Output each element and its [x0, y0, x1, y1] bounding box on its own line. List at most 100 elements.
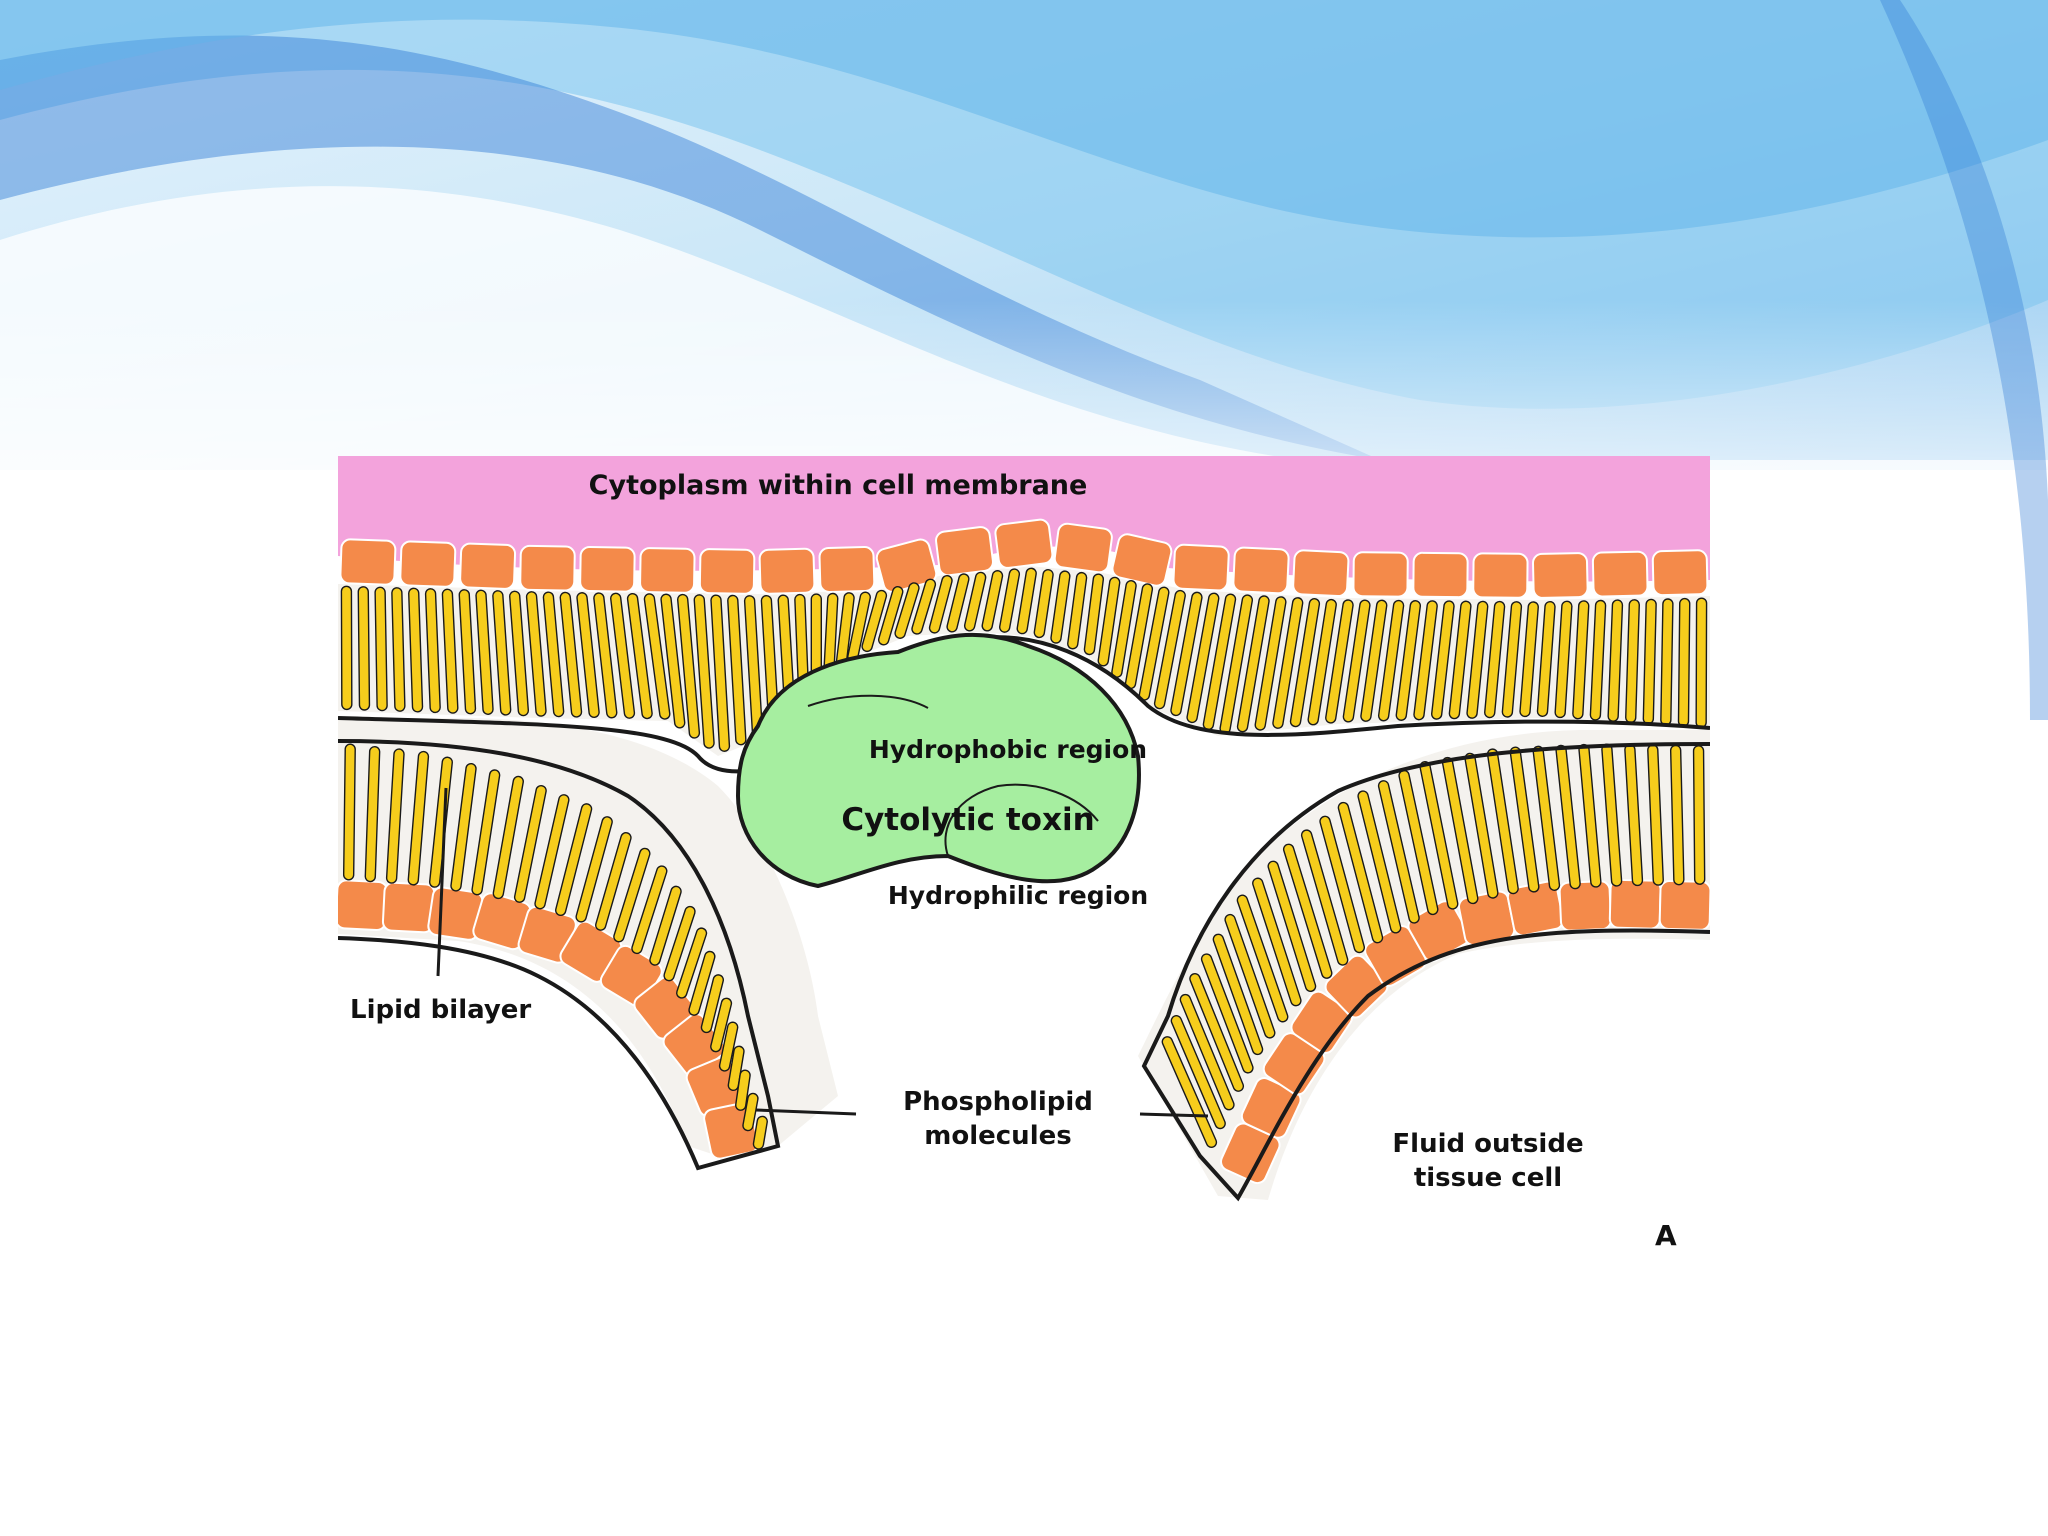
right-tail: [1236, 894, 1289, 1023]
upper-tail: [1431, 600, 1455, 720]
right-tail: [1282, 843, 1333, 979]
upper-tail: [1050, 570, 1071, 644]
upper-tail: [981, 570, 1004, 632]
upper-tail: [1289, 598, 1321, 728]
upper-tail: [458, 589, 477, 715]
upper-head: [1532, 552, 1589, 599]
upper-tail: [1272, 597, 1304, 729]
left-tail: [513, 784, 547, 903]
upper-head: [639, 547, 696, 594]
upper-tail: [475, 589, 494, 715]
right-tail: [1486, 748, 1519, 895]
left-tail: [710, 997, 733, 1053]
upper-head: [1591, 550, 1649, 598]
upper-tail: [576, 592, 600, 719]
upper-tail: [693, 594, 715, 749]
left-tail: [735, 1069, 751, 1111]
hydrophilic-label: Hydrophilic region: [887, 881, 1149, 910]
upper-tail: [1695, 597, 1708, 729]
right-tail: [1200, 953, 1254, 1074]
upper-tail: [727, 594, 747, 746]
right-tail: [1692, 745, 1706, 885]
right-tail: [1300, 829, 1349, 966]
upper-tail: [424, 588, 441, 714]
phospholipid-heads: [334, 518, 1712, 1185]
left-tail: [631, 865, 668, 955]
upper-head: [698, 548, 756, 595]
upper-tail: [1325, 599, 1354, 724]
upper-tail: [911, 578, 937, 635]
right-tail: [1357, 790, 1402, 934]
upper-tail: [710, 594, 731, 752]
right-tail: [1179, 993, 1235, 1111]
left-tail: [613, 847, 651, 943]
upper-tail: [1448, 600, 1472, 720]
upper-tail: [357, 586, 371, 711]
upper-head: [399, 540, 457, 588]
phospholipid-tails: [340, 567, 1708, 1150]
left-tail: [727, 1045, 745, 1092]
left-tail: [752, 1115, 768, 1150]
upper-head: [758, 547, 816, 595]
right-tail: [1509, 746, 1540, 893]
left-tail: [555, 803, 593, 917]
upper-tail: [610, 592, 636, 719]
toxin-inner-line: [944, 783, 1099, 857]
upper-tail: [861, 589, 888, 653]
upper-tail: [1236, 595, 1270, 733]
right-tail: [1170, 1015, 1226, 1130]
upper-tail: [1501, 601, 1523, 718]
upper-tail: [1677, 597, 1691, 727]
left-tail: [342, 743, 356, 881]
right-tail: [1189, 972, 1245, 1092]
upper-tail: [1067, 571, 1088, 650]
upper-tail: [894, 582, 920, 639]
left-tail: [492, 775, 524, 900]
right-head: [1658, 880, 1712, 931]
upper-tail: [1377, 599, 1405, 722]
upper-tail: [1307, 598, 1337, 726]
upper-tail: [509, 590, 530, 717]
upper-tail: [1097, 576, 1121, 667]
right-head: [1608, 878, 1662, 930]
left-tail: [718, 1021, 739, 1072]
right-tail: [1441, 756, 1479, 905]
upper-tail: [441, 588, 459, 714]
upper-tail: [877, 586, 904, 646]
upper-head: [1111, 533, 1173, 587]
membrane-illustration: [334, 456, 1712, 1274]
upper-tail: [542, 591, 565, 718]
upper-tail: [1642, 598, 1657, 725]
right-tail: [1337, 801, 1384, 944]
toxin-label: Cytolytic toxin: [841, 802, 1095, 838]
upper-tail: [946, 573, 970, 633]
phospholipid-leader-left: [755, 1108, 857, 1116]
lipid-bilayer-leader: [436, 787, 448, 977]
toxin-top-line: [807, 694, 929, 709]
upper-tail: [1660, 598, 1674, 726]
left-head: [334, 879, 389, 931]
upper-tail: [340, 585, 353, 711]
phospholipid-leader-right: [1139, 1112, 1209, 1118]
right-tail: [1532, 745, 1561, 891]
upper-head: [579, 545, 636, 593]
upper-tail: [643, 593, 671, 720]
upper-head: [519, 544, 576, 592]
diagram-overlay: [337, 632, 1711, 1202]
right-tail: [1578, 743, 1602, 888]
right-tail: [1161, 1036, 1218, 1148]
upper-head: [818, 546, 876, 593]
upper-tail: [1254, 596, 1287, 731]
left-tail: [742, 1092, 759, 1132]
upper-tail: [1153, 589, 1186, 710]
right-tail: [1419, 761, 1459, 910]
upper-head: [1412, 551, 1469, 599]
left-outline: [337, 739, 781, 1171]
left-tail: [575, 816, 613, 923]
upper-tail: [1572, 600, 1590, 720]
upper-head: [1352, 551, 1409, 598]
left-tail: [534, 794, 570, 910]
upper-head: [1232, 546, 1290, 595]
right-tail: [1377, 780, 1420, 924]
left-tail: [700, 974, 725, 1034]
